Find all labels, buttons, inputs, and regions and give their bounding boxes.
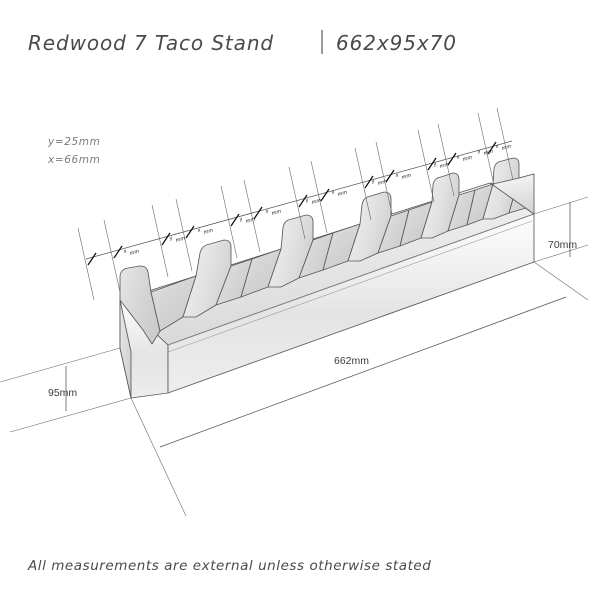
note-x-value: x=66mm — [47, 154, 100, 166]
title-block: Redwood 7 Taco Stand 662x95x70 — [28, 30, 457, 55]
depth-ext-lower — [9, 397, 132, 433]
length-dimension-group: 662mm — [130, 261, 589, 517]
chain-unit-2: mm — [203, 228, 214, 236]
chain-unit-5: mm — [311, 198, 322, 206]
length-dimension-label: 662mm — [334, 355, 369, 367]
chain-dimension-line — [85, 140, 513, 260]
height-dimension-label: 70mm — [548, 239, 577, 251]
chain-unit-8: mm — [401, 173, 412, 181]
chain-label-9: y — [432, 161, 438, 168]
divider-1-front — [119, 265, 161, 345]
chain-unit-6: mm — [337, 190, 348, 198]
divider-5-face — [420, 172, 460, 239]
chain-label-3: y — [238, 216, 244, 223]
height-ext-bottom — [533, 244, 589, 263]
divider-3-face — [267, 214, 314, 288]
chain-label-6: x — [330, 189, 335, 196]
depth-ext-upper — [0, 347, 121, 383]
chain-unit-1: mm — [175, 236, 186, 244]
divider-4 — [347, 191, 433, 262]
divider-2-face — [182, 239, 232, 318]
chain-unit-9: mm — [439, 162, 450, 170]
note-y-value: y=25mm — [47, 136, 100, 148]
page-title: Redwood 7 Taco Stand — [28, 31, 274, 55]
title-dimensions: 662x95x70 — [336, 31, 457, 55]
chain-unit-4: mm — [271, 209, 282, 217]
divider-5 — [420, 172, 494, 239]
chain-dimension-labels: x mm y mm x mm y mm x mm y mm x mm y mm … — [122, 143, 512, 257]
chain-label-7: y — [370, 178, 376, 185]
chain-unit-7: mm — [377, 179, 388, 187]
chain-unit-11: mm — [483, 149, 494, 157]
chain-tick-marks — [87, 141, 497, 266]
height-ext-top — [533, 196, 589, 215]
depth-dimension-group: 95mm — [0, 347, 132, 433]
variable-notes: y=25mm x=66mm — [47, 136, 100, 166]
chain-unit-12: mm — [501, 144, 512, 152]
chain-label-0: x — [122, 248, 127, 255]
chain-extension-lines — [77, 107, 514, 301]
chain-dimension-group: x mm y mm x mm y mm x mm y mm x mm y mm … — [77, 107, 514, 301]
chain-unit-10: mm — [462, 155, 473, 163]
height-dimension-group: 70mm — [533, 196, 589, 263]
chain-label-10: x — [455, 154, 460, 161]
chain-unit-3: mm — [245, 217, 256, 225]
chain-label-11: y — [476, 148, 482, 155]
base-highlight-line — [167, 220, 533, 353]
base-top-crease — [167, 213, 535, 346]
chain-label-2: x — [196, 227, 201, 234]
length-dimension-line — [159, 296, 567, 448]
taco-stand-model — [119, 157, 535, 399]
length-ext-right — [533, 261, 589, 301]
depth-dimension-label: 95mm — [48, 387, 77, 399]
chain-unit-0: mm — [129, 249, 140, 257]
length-ext-left — [130, 397, 187, 517]
divider-2 — [182, 239, 282, 318]
chain-label-1: y — [168, 235, 174, 242]
divider-4-face — [347, 191, 392, 262]
chain-label-4: x — [264, 208, 269, 215]
divider-7 — [489, 173, 535, 215]
divider-7-top — [489, 173, 535, 215]
footer-note: All measurements are external unless oth… — [27, 558, 431, 574]
divider-3 — [267, 214, 361, 288]
chain-label-12: x — [494, 143, 499, 150]
chain-label-5: y — [304, 197, 310, 204]
chain-label-8: x — [394, 172, 399, 179]
